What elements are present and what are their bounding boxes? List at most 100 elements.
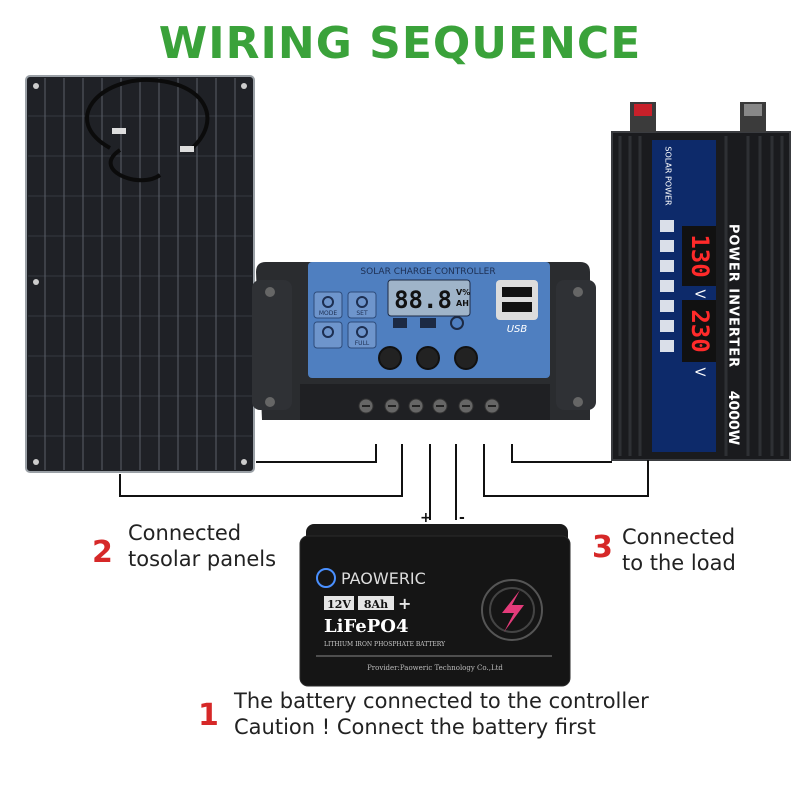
usb-port-block <box>496 280 538 320</box>
step-1-line-2: Caution ! Connect the battery first <box>234 715 596 739</box>
inverter-brand: SOLAR POWER <box>664 146 673 206</box>
battery-status-icon <box>420 318 436 328</box>
lightning-bolt-icon <box>502 590 524 632</box>
inverter-display-bottom-value: 230 <box>686 309 714 352</box>
battery-capacity: 8Ah <box>364 598 388 611</box>
controller-status-icons <box>393 316 464 330</box>
step-1-text: The battery connected to the controller … <box>234 688 649 740</box>
usb-port <box>502 287 532 297</box>
inverter-indicator-icon <box>660 240 674 252</box>
inverter-display-top-unit: V <box>692 290 707 299</box>
controller-terminal-strip <box>300 384 550 420</box>
controller-label: SOLAR CHARGE CONTROLLER <box>360 267 495 277</box>
inverter-terminal-cap <box>744 104 762 116</box>
usb-port <box>502 302 532 312</box>
controller-screw-hole <box>265 287 275 297</box>
inverter-power-rating: 4000W <box>725 391 741 445</box>
lock-icon <box>356 326 368 338</box>
step-3-text: Connected to the load <box>622 524 736 576</box>
battery-emblem-ring <box>481 579 543 641</box>
battery-body <box>299 535 571 687</box>
step-2-line-2: tosolar panels <box>128 547 277 571</box>
gear-icon <box>356 296 368 308</box>
wiring <box>119 444 649 520</box>
inverter-indicator-icon <box>660 300 674 312</box>
panel-mount-hole <box>241 459 247 465</box>
battery-capacity-badge <box>358 596 394 610</box>
inverter-indicator-icon <box>660 340 674 352</box>
inverter-side-label: POWER INVERTER <box>726 224 741 368</box>
controller-key-label: SET <box>356 310 368 317</box>
battery-plus-sign: + <box>398 594 411 613</box>
controller-button-right[interactable] <box>454 346 478 370</box>
step-1-line-1: The battery connected to the controller <box>234 689 649 713</box>
panel-status-icon <box>393 318 407 328</box>
inverter-display-bottom-unit: V <box>692 368 707 377</box>
controller-lcd-value: 88.8 <box>394 286 452 314</box>
step-2-text: Connected tosolar panels <box>128 520 276 572</box>
battery-subtitle: LITHIUM IRON PHOSPHATE BATTERY <box>324 641 446 648</box>
panel-cable <box>85 77 210 152</box>
battery-voltage: 12V <box>327 598 351 611</box>
wire <box>483 444 649 497</box>
clock-icon <box>322 326 334 338</box>
inverter-display-bottom <box>682 300 716 362</box>
solar-panel <box>25 75 255 473</box>
inverter-display-top-value: 130 <box>686 234 714 277</box>
controller-button-left[interactable] <box>378 346 402 370</box>
battery-terminal-minus: - <box>459 510 465 526</box>
battery-terminal-plus: + <box>420 510 432 526</box>
wire <box>256 444 377 463</box>
wire <box>119 444 403 497</box>
battery-provider: Provider:Paoweric Technology Co.,Ltd <box>367 664 503 672</box>
controller-key-label: MODE <box>319 310 338 317</box>
inverter-indicator-icon <box>660 220 674 232</box>
controller-button-middle[interactable] <box>416 346 440 370</box>
battery-chemistry: LiFePO4 <box>324 616 408 637</box>
step-3-number: 3 <box>592 530 613 565</box>
step-2-line-1: Connected <box>128 521 242 545</box>
controller-lcd <box>387 279 471 317</box>
panel-cable <box>108 148 162 183</box>
step-2-number: 2 <box>92 535 113 570</box>
controller-key-label: FULL <box>355 340 370 347</box>
inverter-indicator-icon <box>660 320 674 332</box>
controller-key[interactable] <box>347 291 377 319</box>
inverter-face-panel <box>652 140 716 452</box>
controller-screw-hole <box>573 397 583 407</box>
battery-voltage-badge <box>324 596 354 610</box>
bulb-status-icon <box>450 316 464 330</box>
battery: PAOWERIC 12V 8Ah + LiFePO4 LITHIUM IRON … <box>299 510 571 687</box>
wire <box>511 444 612 463</box>
inverter-indicator-icon <box>660 280 674 292</box>
inverter-terminal-cap <box>634 104 652 116</box>
page-title: WIRING SEQUENCE <box>158 18 642 69</box>
step-3-line-2: to the load <box>622 551 736 575</box>
power-inverter: 130 V 230 V POWER INVERTER 4000W SOLAR P… <box>611 102 791 461</box>
controller-mount-tab-right <box>556 280 596 410</box>
panel-mount-hole <box>33 83 39 89</box>
controller-lcd-unit-bottom: AH <box>456 299 469 308</box>
controller-key[interactable] <box>313 291 343 319</box>
controller-screw-hole <box>265 397 275 407</box>
battery-emblem-ring <box>489 587 535 633</box>
battery-brand: PAOWERIC <box>341 569 426 588</box>
mode-icon <box>322 296 334 308</box>
panel-mount-hole <box>33 459 39 465</box>
controller-screw-hole <box>573 287 583 297</box>
controller-key[interactable] <box>313 321 343 349</box>
inverter-display-top <box>682 226 716 286</box>
charge-controller: SOLAR CHARGE CONTROLLER 88.8 V% AH MODE S… <box>252 262 596 420</box>
panel-connector <box>112 128 126 134</box>
inverter-indicator-icon <box>660 260 674 272</box>
controller-key[interactable] <box>347 321 377 349</box>
step-1-number: 1 <box>198 698 219 733</box>
usb-label: USB <box>507 324 528 335</box>
battery-logo-icon <box>316 568 336 588</box>
step-3-line-1: Connected <box>622 525 736 549</box>
controller-lcd-unit-top: V% <box>456 288 470 297</box>
panel-mount-hole <box>241 83 247 89</box>
controller-mount-tab-left <box>252 280 292 410</box>
panel-mount-hole <box>33 279 39 285</box>
